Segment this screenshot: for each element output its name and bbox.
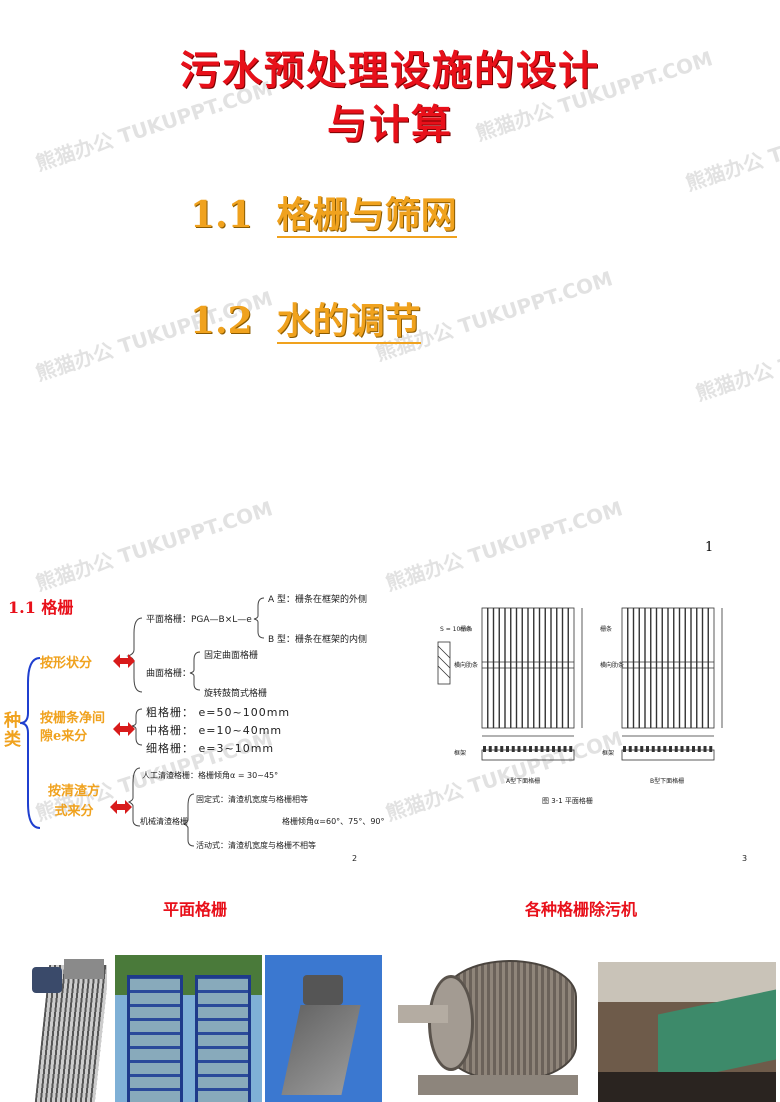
type-b: B 型：栅条在框架的内侧 <box>268 635 368 645</box>
manual-clean: 人工清渣格栅：格栅倾角α = 30~45° <box>142 771 279 780</box>
label-frame-b: 框架 <box>602 750 615 757</box>
section-tooth <box>646 746 649 752</box>
caption-flat-grille: 平面格栅 <box>163 900 228 919</box>
fixed-curved: 固定曲面格栅 <box>204 651 259 661</box>
section-tooth <box>674 746 678 752</box>
fixed-type: 固定式：清渣机宽度与格栅相等 <box>196 795 308 804</box>
section-number: 1.1 <box>190 194 253 236</box>
photo-grille-machine-3 <box>265 955 382 1102</box>
section-tooth <box>517 746 521 752</box>
section-tooth <box>546 746 550 752</box>
photo-grille-machine-2 <box>115 955 262 1102</box>
mindmap-connectors <box>19 597 265 847</box>
section-tooth <box>506 746 509 752</box>
section-tooth <box>663 746 667 752</box>
category-gap: 按栅条净间隙e来分 <box>40 711 106 744</box>
caption-cleaners: 各种格栅除污机 <box>525 900 638 919</box>
watermark: 熊猫办公 TUKUPPT.COM <box>32 496 276 596</box>
type-a: A 型：栅条在框架的外侧 <box>268 595 368 605</box>
flat-grille: 平面格栅：PGA—B×L—e <box>146 615 252 625</box>
section-tooth <box>680 746 684 752</box>
section-tooth <box>488 746 492 752</box>
slide-2: 1.1 格栅 种类 按形状分 按栅条净间隙e来分 按清渣方式来分 平面格栅：PG… <box>0 588 390 868</box>
caption-b: B型下面格栅 <box>650 778 685 785</box>
medium-grille: 中格栅： e=10~40mm <box>146 724 283 737</box>
photo-drum-screen <box>398 955 588 1102</box>
photo-grille-machine-1 <box>12 955 107 1102</box>
section-tooth <box>623 746 626 752</box>
section-tooth <box>692 746 695 752</box>
slide-title-line1: 污水预处理设施的设计 <box>180 47 600 94</box>
label-rib-a: 横向肋条 <box>454 662 479 669</box>
movable-type: 活动式：清渣机宽度与格栅不相等 <box>196 841 316 850</box>
watermark: 熊猫办公 TUKUPPT.COM <box>382 496 626 596</box>
slide-3: S = 10mm 栅条 横向肋条 框架 栅条 横向肋条 框架 A型下面格栅 B型… <box>410 588 780 868</box>
section-tooth <box>523 746 527 752</box>
section-tooth <box>552 746 555 752</box>
section-tooth <box>651 746 655 752</box>
section-tooth <box>534 746 538 752</box>
section-text: 格栅与筛网 <box>276 194 457 238</box>
section-text: 水的调节 <box>276 300 421 344</box>
section-tooth <box>500 746 504 752</box>
coarse-grille: 粗格栅： e=50~100mm <box>146 706 291 719</box>
page-number: 1 <box>705 540 714 555</box>
section-tooth <box>628 746 632 752</box>
dim-s: S = 10mm <box>440 626 472 633</box>
section-number: 1.2 <box>190 300 253 342</box>
section-tooth <box>703 746 707 752</box>
section-tooth <box>540 746 544 752</box>
label-bars-a: 栅条 <box>460 626 473 633</box>
section-1-2: 1.2 水的调节 <box>190 292 421 344</box>
section-tooth <box>669 746 672 752</box>
curved-grille: 曲面格栅： <box>146 669 192 679</box>
drum-grille: 旋转鼓筒式格栅 <box>204 689 268 699</box>
category-shape: 按形状分 <box>40 656 93 671</box>
mechanical-clean: 机械清渣格栅 <box>140 817 188 826</box>
grille-drawing <box>437 607 723 761</box>
angle-note: 格栅倾角α=60°、75°、90° <box>282 817 385 826</box>
slide-title-line2: 与计算 <box>327 101 453 148</box>
section-tooth <box>697 746 701 752</box>
label-frame-a: 框架 <box>454 750 467 757</box>
photo-channel-cleaner <box>598 962 776 1102</box>
section-tooth <box>563 746 567 752</box>
section-tooth <box>494 746 498 752</box>
slide-heading: 1.1 格栅 <box>8 598 74 617</box>
label-bars-b: 栅条 <box>600 626 613 633</box>
watermark: 熊猫办公 TUKUPPT.COM <box>692 306 780 406</box>
fine-grille: 细格栅： e=3~10mm <box>146 742 275 755</box>
section-tooth <box>529 746 532 752</box>
side-label: 种类 <box>4 711 21 750</box>
section-tooth <box>640 746 644 752</box>
section-1-1: 1.1 格栅与筛网 <box>190 186 457 238</box>
label-rib-b: 横向肋条 <box>600 662 625 669</box>
section-tooth <box>569 746 573 752</box>
page-number: 3 <box>742 854 748 863</box>
section-tooth <box>557 746 561 752</box>
caption-a: A型下面格栅 <box>506 778 541 785</box>
figure-caption: 图 3-1 平面格栅 <box>542 797 593 805</box>
section-tooth <box>686 746 690 752</box>
section-tooth <box>657 746 661 752</box>
section-tooth <box>709 746 713 752</box>
section-tooth <box>483 746 486 752</box>
category-cleaning: 按清渣方式来分 <box>47 784 100 819</box>
page-number: 2 <box>352 854 358 863</box>
section-tooth <box>511 746 515 752</box>
section-tooth <box>634 746 638 752</box>
